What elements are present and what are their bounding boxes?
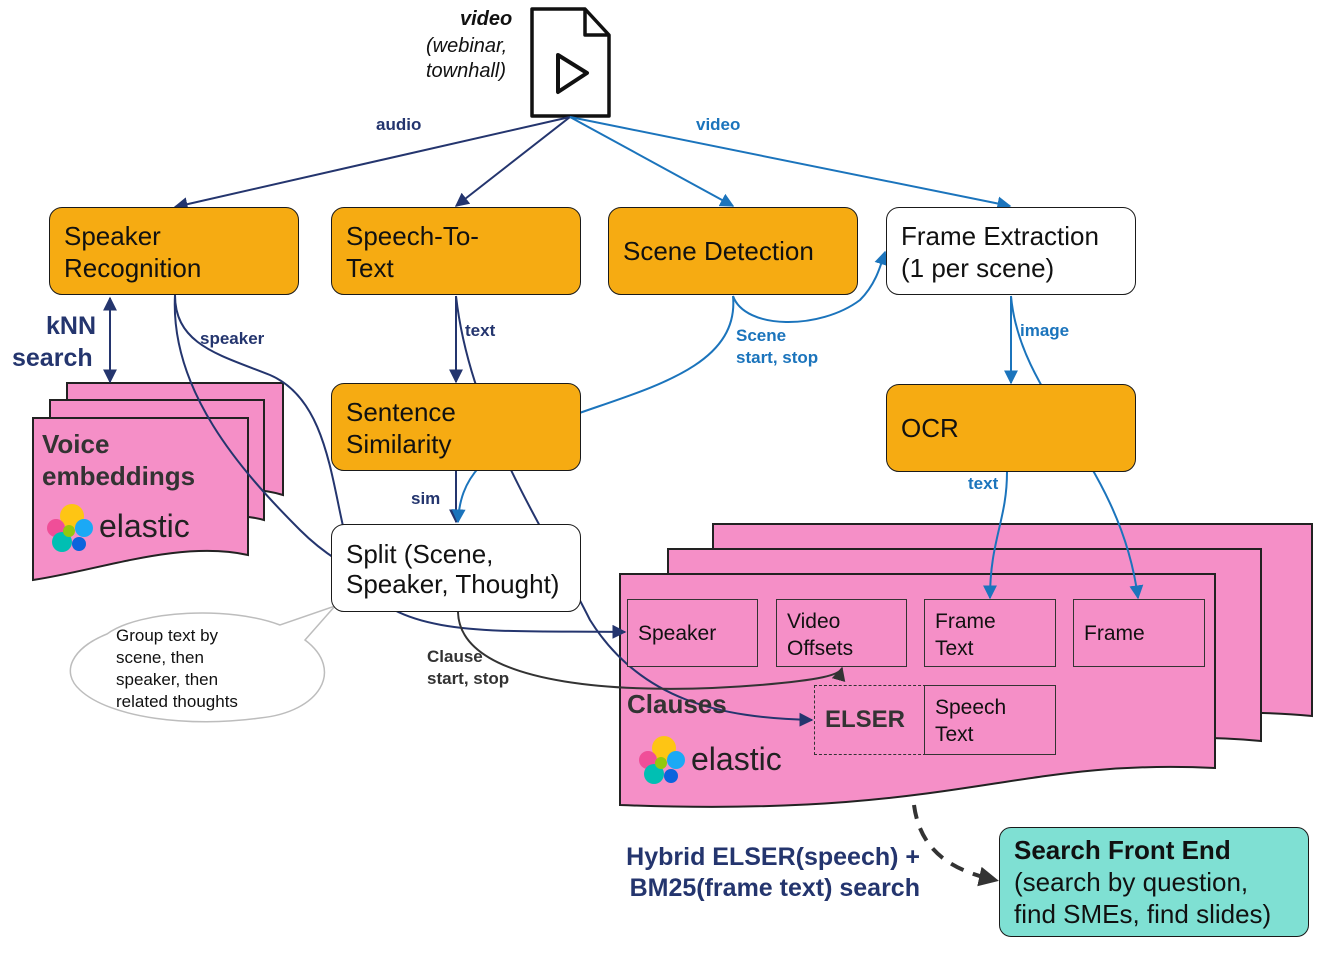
node-ocr-l1: OCR [901, 413, 959, 443]
edge-audio-speaker [173, 116, 571, 212]
field-speaker-l1: Speaker [638, 622, 717, 645]
video-file-icon [530, 7, 611, 118]
edge-label-knn-2: search [12, 344, 93, 372]
node-scene-detection-l1: Scene Detection [623, 236, 814, 266]
edge-label-sim: sim [411, 489, 441, 508]
edge-label-knn-1: kNN [46, 312, 97, 340]
clauses-title: Clauses [627, 689, 727, 719]
hybrid-search-label: Hybrid ELSER(speech) + BM25(frame text) … [560, 842, 920, 904]
node-sentence-similarity-l2: Similarity [346, 429, 452, 459]
edge-hybrid-frontend [912, 804, 999, 887]
node-speech-to-text-l2: Text [346, 253, 394, 283]
voice-store-title: Voice embeddings [42, 428, 195, 492]
edge-label-clause-1: Clause [427, 647, 483, 666]
node-sentence-similarity-l1: Sentence [346, 397, 456, 427]
voice-store-logo-text: elastic [99, 508, 190, 544]
callout-line-3: speaker, then [116, 670, 219, 689]
field-speech-text[interactable]: Speech Text [924, 685, 1056, 755]
field-speech-text-l1: Speech [935, 696, 1007, 719]
node-split-l2: Speaker, Thought) [346, 569, 560, 599]
field-speaker[interactable]: Speaker [627, 599, 758, 667]
field-elser[interactable]: ELSER [814, 685, 926, 755]
edge-label-image: image [1020, 321, 1070, 340]
node-speaker-recognition-l1: Speaker [64, 221, 161, 251]
source-title: video [460, 8, 513, 30]
source-subtitle-2: townhall) [426, 60, 507, 82]
edge-label-scene-1: Scene [736, 326, 787, 345]
hybrid-line-1: Hybrid ELSER(speech) + [626, 843, 920, 871]
edge-speaker-split [174, 294, 627, 639]
field-frame-text-l2: Text [935, 637, 974, 660]
edge-label-audio: audio [376, 115, 422, 134]
callout-line-1: Group text by [116, 626, 219, 645]
field-elser-l1: ELSER [825, 706, 906, 733]
hybrid-line-2: BM25(frame text) search [629, 874, 920, 902]
voice-store-line-1: Voice [42, 429, 110, 459]
edge-clause-offsets [457, 611, 846, 690]
callout-bubble [69, 604, 338, 723]
node-frame-extraction[interactable]: Frame Extraction (1 per scene) [886, 207, 1136, 295]
edge-label-text-ocr: text [968, 474, 999, 493]
node-split[interactable]: Split (Scene, Speaker, Thought) [331, 524, 581, 612]
elastic-logo-voice [47, 504, 93, 552]
edge-audio-stt [454, 116, 571, 207]
callout-line-4: related thoughts [116, 692, 238, 711]
node-frame-extraction-l1: Frame Extraction [901, 221, 1099, 251]
node-ocr[interactable]: OCR [886, 384, 1136, 472]
edge-label-scene-2: start, stop [736, 348, 819, 367]
field-frame[interactable]: Frame [1073, 599, 1205, 667]
node-speech-to-text-l1: Speech-To- [346, 221, 479, 251]
field-frame-text-l1: Frame [935, 610, 996, 633]
frontend-line-2: find SMEs, find slides) [1014, 899, 1272, 929]
node-speech-to-text[interactable]: Speech-To- Text [331, 207, 581, 295]
voice-store-line-2: embeddings [42, 461, 196, 491]
field-frame-l1: Frame [1084, 622, 1145, 645]
field-video-offsets-l1: Video [787, 610, 841, 633]
elastic-logo-clauses [639, 736, 685, 784]
frontend-line-1: (search by question, [1014, 867, 1249, 897]
callout-text: Group text by scene, then speaker, then … [116, 625, 238, 713]
field-frame-text[interactable]: Frame Text [924, 599, 1056, 667]
edge-label-video: video [696, 115, 741, 134]
source-subtitle-1: (webinar, [426, 35, 508, 57]
frontend-title: Search Front End [1014, 835, 1231, 865]
edge-ocr-frametext [983, 471, 1008, 600]
node-frame-extraction-l2: (1 per scene) [901, 253, 1055, 283]
node-speaker-recognition-l2: Recognition [64, 253, 202, 283]
node-sentence-similarity[interactable]: Sentence Similarity [331, 383, 581, 471]
clauses-logo-text: elastic [691, 741, 782, 777]
callout-line-2: scene, then [116, 648, 204, 667]
node-scene-detection[interactable]: Scene Detection [608, 207, 858, 295]
edge-label-text-stt: text [465, 321, 496, 340]
edge-label-speaker: speaker [200, 329, 265, 348]
edge-scene-frame [732, 250, 888, 323]
node-split-l1: Split (Scene, [346, 539, 494, 569]
search-front-end[interactable]: Search Front End (search by question, fi… [999, 827, 1309, 937]
field-video-offsets[interactable]: Video Offsets [776, 599, 907, 667]
edge-video-scene [569, 116, 735, 207]
node-speaker-recognition[interactable]: Speaker Recognition [49, 207, 299, 295]
field-video-offsets-l2: Offsets [787, 637, 854, 660]
edge-video-frame [569, 116, 1012, 211]
edge-label-clause-2: start, stop [427, 669, 510, 688]
field-speech-text-l2: Text [935, 723, 974, 746]
